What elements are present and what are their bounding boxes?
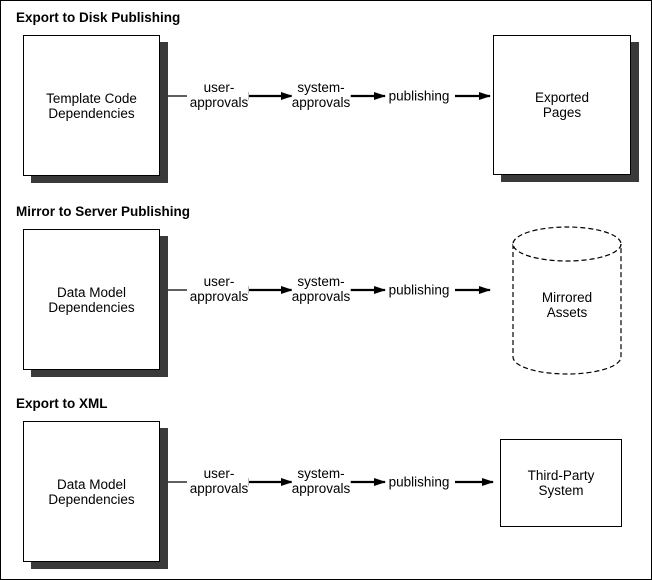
publishing-label: publishing	[388, 88, 450, 104]
box-label-line: Pages	[542, 105, 582, 120]
system-approvals-label: system-approvals	[291, 466, 351, 496]
user-approvals-label: user-approvals	[189, 466, 249, 496]
section-3-heading: Export to XML	[16, 396, 108, 411]
third-party-system-box: Third-Party System	[500, 439, 622, 527]
user-approvals-label: user-approvals	[189, 274, 249, 304]
template-code-dependencies-box: Template Code Dependencies	[23, 35, 160, 176]
box-label-line: System	[538, 483, 584, 498]
box-label-line: Data Model	[56, 284, 127, 300]
user-approvals-label: user-approvals	[189, 80, 249, 110]
system-approvals-label: system-approvals	[291, 274, 351, 304]
box-label-line: Dependencies	[48, 491, 135, 507]
section-2-heading: Mirror to Server Publishing	[16, 204, 191, 219]
publishing-label: publishing	[388, 474, 450, 490]
cylinder-body	[512, 244, 622, 375]
mirrored-assets-cylinder	[512, 226, 622, 375]
data-model-dependencies-box: Data Model Dependencies	[23, 229, 160, 370]
exported-pages-box: Exported Pages	[493, 35, 631, 175]
box-label-line: Template Code	[46, 90, 137, 106]
data-model-dependencies-box: Data Model Dependencies	[23, 421, 160, 562]
box-label-line: Data Model	[56, 476, 127, 492]
box-label-line: Third-Party	[527, 468, 595, 483]
section-1-heading: Export to Disk Publishing	[16, 10, 181, 25]
cylinder-top	[512, 226, 622, 262]
box-label-line: Dependencies	[48, 105, 135, 121]
box-label-line: Exported	[534, 90, 590, 105]
box-label-line: Dependencies	[48, 299, 135, 315]
publishing-label: publishing	[388, 282, 450, 298]
system-approvals-label: system-approvals	[291, 80, 351, 110]
